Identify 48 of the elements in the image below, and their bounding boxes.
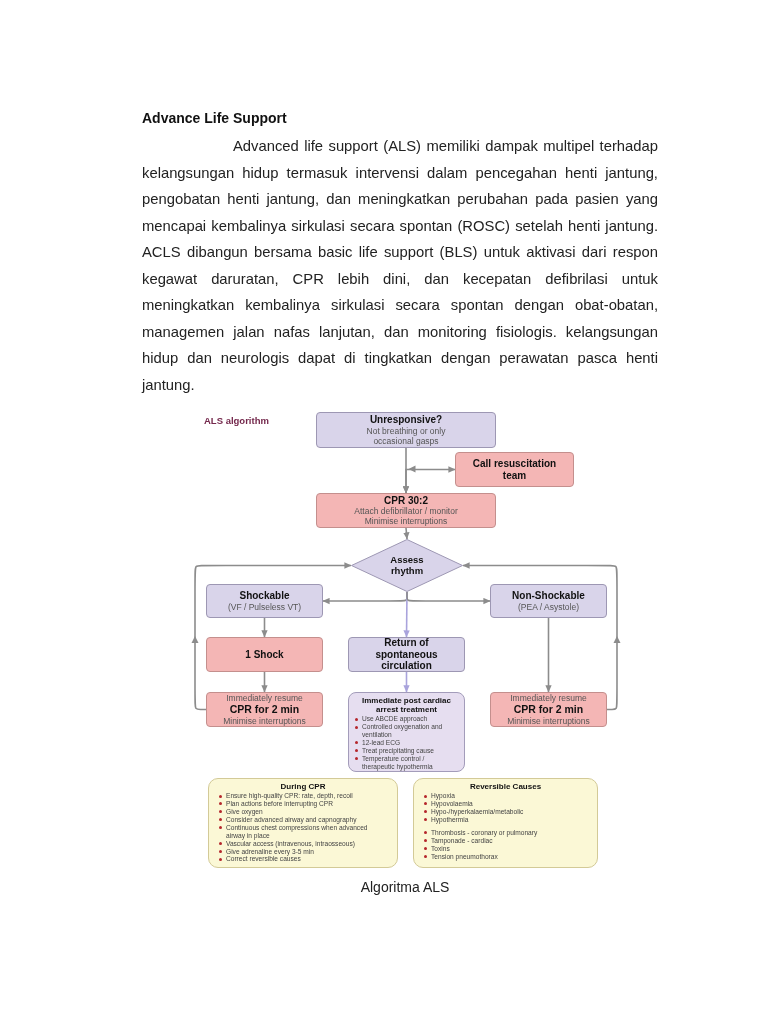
box-text: (PEA / Asystole) — [518, 601, 579, 612]
arrow — [462, 562, 618, 711]
arrow — [403, 671, 410, 693]
box-text: (VF / Pulseless VT) — [227, 601, 302, 612]
box-title: CPR 30:2 — [384, 494, 428, 507]
box-text: Minimise interruptions — [364, 516, 448, 527]
box-text: CPR for 2 min — [513, 703, 584, 716]
info-panel — [413, 778, 598, 868]
process-box — [206, 584, 323, 618]
process-box — [490, 584, 607, 618]
action-box — [490, 692, 607, 727]
arrow — [261, 671, 268, 693]
figure-caption: Algoritma ALS — [360, 879, 450, 895]
action-box — [455, 452, 574, 487]
box-text: Immediately resume — [510, 693, 587, 704]
box-title: Unresponsive? — [369, 414, 443, 426]
process-box — [316, 412, 496, 448]
box-text: CPR for 2 min — [229, 703, 300, 716]
arrow — [406, 591, 491, 605]
arrow — [194, 562, 352, 711]
box-title: Non-Shockable — [512, 590, 585, 602]
box-title: During CPR — [279, 782, 327, 792]
algorithm-label: ALS algorithm — [204, 415, 269, 426]
box-title: Immediate post cardiac arrest treatment — [361, 696, 452, 715]
action-box — [206, 637, 323, 672]
box-title: Assess rhythm — [389, 554, 425, 577]
process-box — [348, 692, 465, 772]
action-box — [316, 493, 496, 528]
arrow — [403, 527, 410, 540]
arrow — [545, 617, 552, 693]
decision-diamond — [351, 539, 463, 592]
box-text: Immediately resume — [226, 693, 303, 704]
box-text: Not breathing or only occasional gasps — [365, 425, 447, 446]
box-title: Call resuscitation team — [471, 458, 558, 481]
double-arrow — [402, 466, 456, 494]
box-title: 1 Shock — [245, 648, 284, 661]
info-panel — [208, 778, 398, 868]
box-text: Minimise interruptions — [223, 715, 306, 726]
box-title: Return of spontaneous circulation — [374, 637, 439, 672]
box-text: Minimise interruptions — [507, 715, 590, 726]
box-text: Attach defibrillator / monitor — [354, 506, 458, 517]
box-title: Shockable — [239, 590, 290, 602]
body-paragraph: Advanced life support (ALS) memiliki dampak multipel terhadap kelangsungan hidup termasuk intervensi dalam pencegahan henti jantung, pengobatan henti jantung, dan meningkatkan perubahan pada pasien yang mencapai kembalinya sirkulasi secara spontan (ROSC) setelah henti jantung. ACLS dibangun bersama basic life support (BLS) untuk aktivasi dari respon kegawat daruratan, CPR lebih dini, dan kecepatan defibrilasi untuk meningkatkan kembalinya sirkulasi secara spontan dengan obat-obatan, managemen jalan nafas lanjutan, dan monitoring fisiologis. kelangsungan hidup dan neurologis dapat di tingkatkan dengan perawatan pasca henti jantung. — [142, 137, 658, 395]
page-heading: Advance Life Support — [142, 110, 287, 126]
action-box — [206, 692, 323, 727]
box-title: Reversible Causes — [468, 782, 543, 792]
arrow — [261, 617, 268, 638]
process-box — [348, 637, 465, 672]
